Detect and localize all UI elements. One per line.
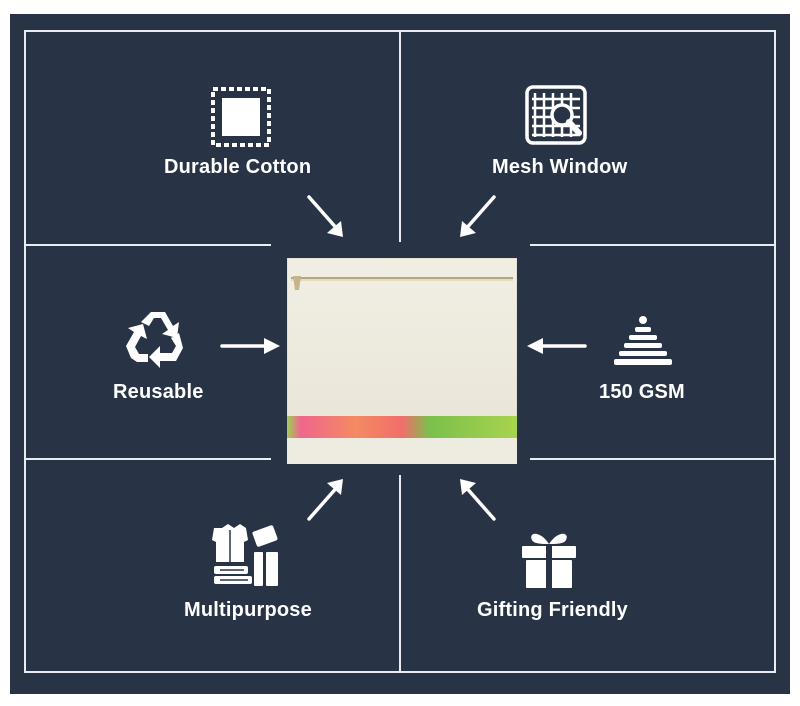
gsm-label: 150 GSM [599, 381, 685, 403]
divider-vertical-top [399, 30, 401, 242]
gifting-friendly-label: Gifting Friendly [477, 599, 628, 621]
divider-h2-right [530, 458, 776, 460]
divider-h2-left [24, 458, 271, 460]
arrow-bottom-left [307, 479, 343, 521]
stacked-layers-icon [614, 316, 672, 365]
gift-box-icon [522, 533, 576, 588]
reusable-label: Reusable [113, 381, 204, 403]
durable-cotton-label: Durable Cotton [164, 156, 312, 178]
recycle-icon [126, 312, 183, 368]
divider-h1-left [24, 244, 271, 246]
frame-right [774, 30, 776, 673]
arrow-right [527, 338, 587, 354]
fabric-swatch-icon [211, 87, 271, 147]
arrow-top-left [307, 195, 343, 237]
cotton-pouch-image [287, 258, 517, 464]
mesh-window-label: Mesh Window [492, 156, 628, 178]
arrow-left [220, 338, 280, 354]
divider-vertical-bottom [399, 475, 401, 673]
multipurpose-label: Multipurpose [184, 599, 312, 621]
mesh-magnifier-icon [525, 85, 587, 145]
divider-h1-right [530, 244, 776, 246]
arrow-bottom-right [460, 479, 496, 521]
clothes-books-icon [212, 524, 278, 586]
frame-left [24, 30, 26, 673]
arrow-top-right [460, 195, 496, 237]
